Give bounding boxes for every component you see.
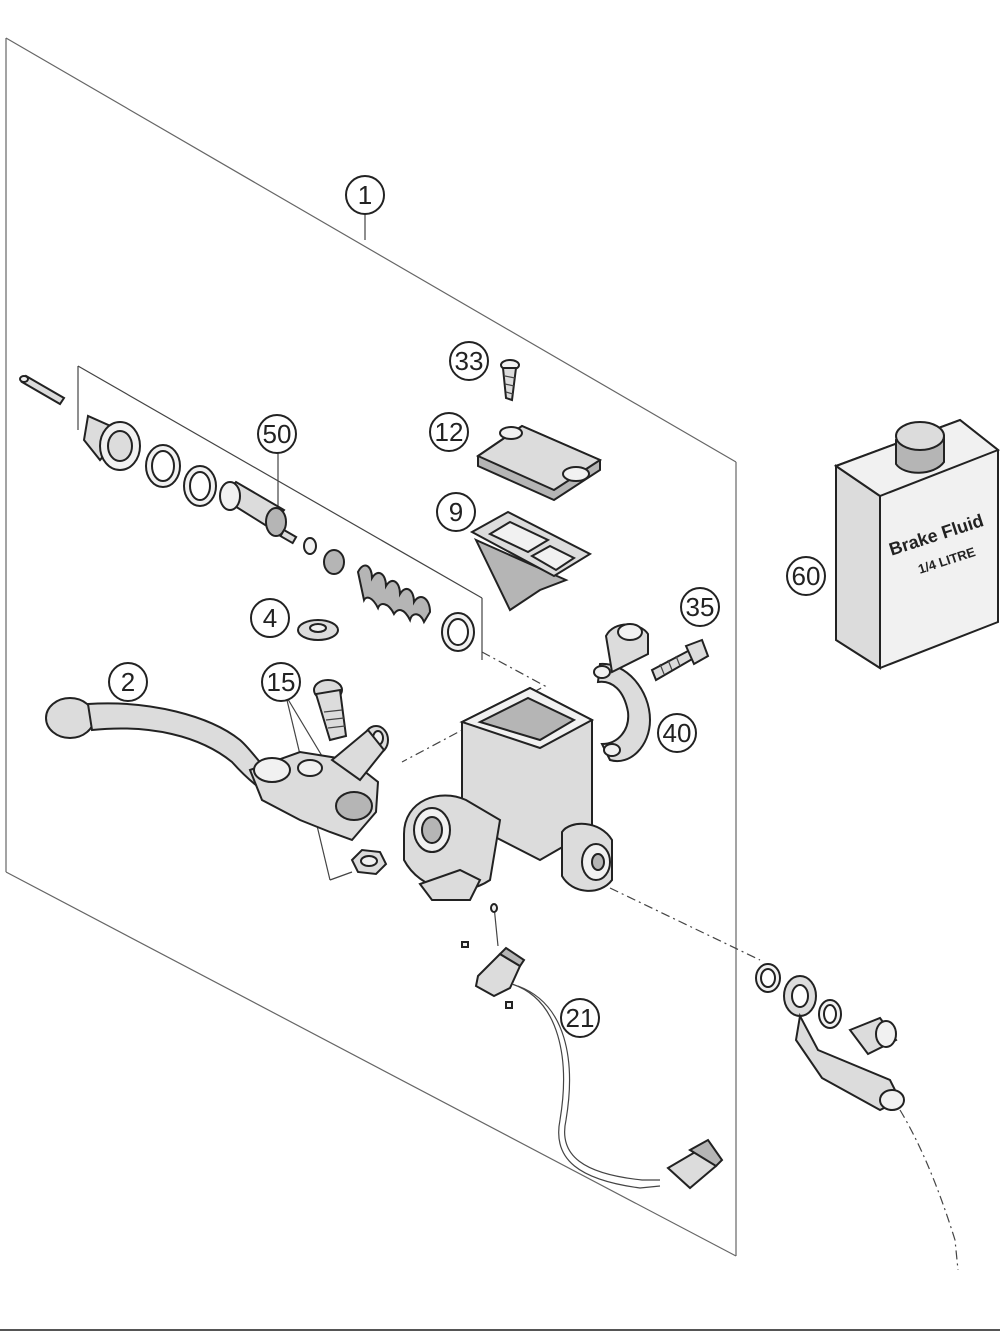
- brake-fluid-bottle-60: [833, 418, 1000, 670]
- callout-label: 35: [686, 592, 715, 622]
- clamp-40: [593, 623, 652, 763]
- callout-label: 21: [566, 1003, 595, 1033]
- callout-33: 33: [449, 341, 489, 381]
- callout-50: 50: [257, 414, 297, 454]
- spring-part: [356, 564, 432, 625]
- brake-lever-2: [45, 697, 389, 842]
- callout-9: 9: [436, 492, 476, 532]
- callout-21: 21: [560, 998, 600, 1038]
- callout-label: 33: [455, 346, 484, 376]
- callout-label: 9: [449, 497, 463, 527]
- assembly-frame: [5, 37, 737, 1257]
- callout-label: 60: [792, 561, 821, 591]
- bolt-15: [313, 679, 348, 742]
- end-ring: [441, 612, 475, 652]
- bolt-35: [650, 638, 710, 682]
- hose-fittings: [755, 963, 905, 1112]
- assembly-axis-lines: [401, 651, 959, 1271]
- callout-2: 2: [108, 662, 148, 702]
- callout-40: 40: [657, 713, 697, 753]
- callout-60: 60: [786, 556, 826, 596]
- seal-rings: [145, 444, 217, 507]
- callout-35: 35: [680, 587, 720, 627]
- switch-21: [461, 903, 724, 1190]
- nut-15: [350, 848, 388, 876]
- pin-part: [19, 374, 66, 406]
- reservoir-cover-12: [475, 424, 603, 502]
- callout-12: 12: [429, 412, 469, 452]
- callout-label: 2: [121, 667, 135, 697]
- washer-4: [297, 619, 339, 641]
- piston-kit-frame: [77, 365, 483, 660]
- callout-label: 40: [663, 718, 692, 748]
- boot-part: [82, 414, 141, 471]
- piston-part: [219, 480, 345, 575]
- callout-label: 4: [263, 603, 277, 633]
- callout-label: 12: [435, 417, 464, 447]
- callout-4: 4: [250, 598, 290, 638]
- callout-15: 15: [261, 662, 301, 702]
- master-cylinder-body: [403, 686, 613, 901]
- callout-label: 1: [358, 180, 372, 210]
- callout-1: 1: [345, 175, 385, 215]
- callout-label: 15: [267, 667, 296, 697]
- screw-33: [500, 359, 520, 402]
- diaphragm-9: [469, 510, 593, 612]
- callout-label: 50: [263, 419, 292, 449]
